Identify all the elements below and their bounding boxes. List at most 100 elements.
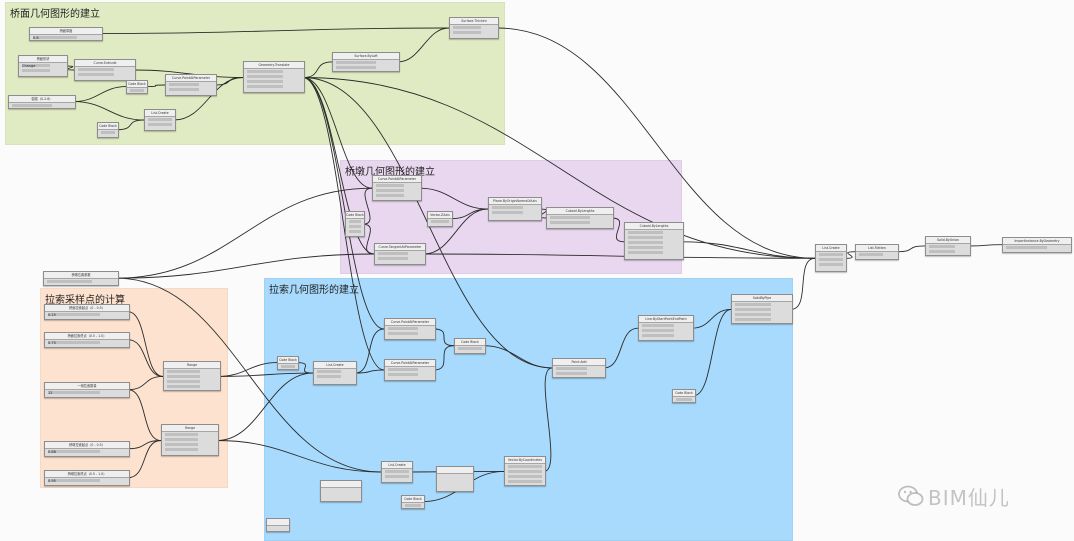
node-port[interactable] (458, 347, 482, 350)
node-port[interactable] (48, 450, 100, 453)
node-port[interactable] (167, 380, 201, 383)
node-port[interactable] (388, 373, 418, 376)
node-port[interactable] (735, 318, 771, 321)
node-port[interactable] (376, 194, 405, 197)
node-helper[interactable] (320, 480, 362, 502)
node-port[interactable] (336, 61, 376, 64)
node-port[interactable] (317, 370, 342, 373)
node-port[interactable] (628, 236, 663, 239)
node-port[interactable] (169, 88, 199, 91)
node-n41[interactable]: Code Block (401, 495, 425, 509)
node-port[interactable] (453, 26, 482, 29)
node-n29[interactable]: Range (163, 361, 221, 391)
node-n23[interactable]: 桥墩位置参数 (43, 271, 119, 286)
node-port[interactable] (167, 370, 201, 373)
node-port[interactable] (247, 85, 283, 88)
node-port[interactable] (349, 230, 361, 233)
node-n18[interactable]: Cuboid.ByLengths (624, 222, 684, 260)
node-port[interactable] (22, 69, 51, 72)
node-port[interactable] (388, 327, 418, 330)
node-port[interactable] (169, 83, 199, 86)
node-port[interactable] (378, 252, 408, 255)
node-port[interactable] (378, 257, 408, 260)
node-port[interactable] (735, 303, 771, 306)
node-value[interactable]: 0.8 (33, 36, 39, 40)
node-port[interactable] (508, 465, 542, 468)
node-n7[interactable]: Surface.ByLoft (332, 52, 400, 72)
node-n11[interactable]: Code Block (97, 122, 119, 138)
node-n14[interactable]: Vector.ZAxis (427, 211, 453, 227)
node-port[interactable] (492, 206, 523, 209)
node-n28[interactable]: 桥墩拉索终点（0.5 - 1.0）0.95 (44, 470, 130, 486)
node-n20[interactable]: List.Flatten (855, 244, 899, 260)
node-n5[interactable]: Curve.PointAtParameter (165, 74, 217, 96)
node-port[interactable] (642, 334, 675, 337)
node-value[interactable]: 0.75 (48, 341, 56, 345)
node-port[interactable] (336, 66, 376, 69)
node-n17[interactable]: Cuboid.ByLengths (546, 207, 614, 229)
node-port[interactable] (165, 448, 199, 451)
node-port[interactable] (33, 36, 77, 39)
node-port[interactable] (247, 75, 283, 78)
node-n1[interactable]: Surface.Thicken (449, 17, 499, 39)
node-port[interactable] (735, 308, 771, 311)
node-port[interactable] (735, 313, 771, 316)
node-n38[interactable]: Code Block (672, 389, 696, 403)
node-n19[interactable]: List.Create (815, 244, 847, 272)
node-port[interactable] (929, 245, 955, 248)
node-n37[interactable]: Code Block (454, 338, 486, 354)
node-port[interactable] (388, 368, 418, 371)
node-port[interactable] (48, 313, 100, 316)
node-port[interactable] (317, 375, 342, 378)
node-n24[interactable]: 桥面拉索起点（0 - 0.5）0.25 (44, 304, 130, 320)
node-port[interactable] (167, 375, 201, 378)
node-n16[interactable]: Curve.TangentAtParameter (374, 243, 426, 265)
node-n21[interactable]: Solid.ByUnion (925, 236, 971, 256)
node-port[interactable] (247, 70, 283, 73)
node-port[interactable] (376, 189, 405, 192)
node-port[interactable] (165, 433, 199, 436)
node-port[interactable] (101, 131, 115, 134)
node-port[interactable] (819, 258, 843, 261)
node-port[interactable] (349, 220, 361, 223)
node-n35[interactable]: Line.ByStartPointEndPoint (638, 315, 694, 341)
node-port[interactable] (508, 475, 542, 478)
node-port[interactable] (819, 253, 843, 256)
node-n36[interactable]: Point.Add (552, 358, 606, 378)
node-port[interactable] (929, 250, 955, 253)
node-n22[interactable]: ImportInstance.ByGeometry (1002, 237, 1072, 253)
node-n34[interactable]: List.Create (313, 361, 357, 385)
node-port[interactable] (22, 64, 51, 67)
node-port[interactable] (676, 398, 692, 401)
node-value[interactable]: 0.95 (48, 479, 56, 483)
node-n40[interactable]: List.Create (381, 461, 413, 483)
node-port[interactable] (550, 216, 590, 219)
node-helper[interactable] (436, 466, 474, 492)
node-n12[interactable]: Curve.PointAtParameter (372, 175, 422, 201)
node-n30[interactable]: Range (161, 424, 219, 456)
node-port[interactable] (48, 479, 100, 482)
node-value[interactable]: Change (22, 64, 36, 68)
node-port[interactable] (281, 365, 295, 368)
node-port[interactable] (859, 253, 884, 256)
node-n4[interactable]: Curve.Extrude (74, 59, 136, 81)
node-port[interactable] (453, 31, 482, 34)
node-n42[interactable]: SolidByPipe (731, 294, 793, 324)
node-helper[interactable] (266, 518, 290, 532)
node-port[interactable] (247, 80, 283, 83)
node-n15[interactable]: Plane.ByOriginNormalXAxis (488, 197, 542, 221)
node-port[interactable] (431, 220, 449, 223)
node-port[interactable] (148, 118, 172, 121)
node-n13[interactable]: Code Block (345, 211, 365, 237)
node-port[interactable] (47, 280, 93, 283)
node-value[interactable]: 0.88 (48, 450, 56, 454)
node-port[interactable] (48, 341, 100, 344)
node-port[interactable] (78, 68, 114, 71)
node-n6[interactable]: Geometry.Translate (243, 61, 305, 93)
node-port[interactable] (12, 104, 52, 107)
node-port[interactable] (642, 329, 675, 332)
node-port[interactable] (48, 391, 100, 394)
node-n31[interactable]: Code Block (277, 356, 299, 370)
